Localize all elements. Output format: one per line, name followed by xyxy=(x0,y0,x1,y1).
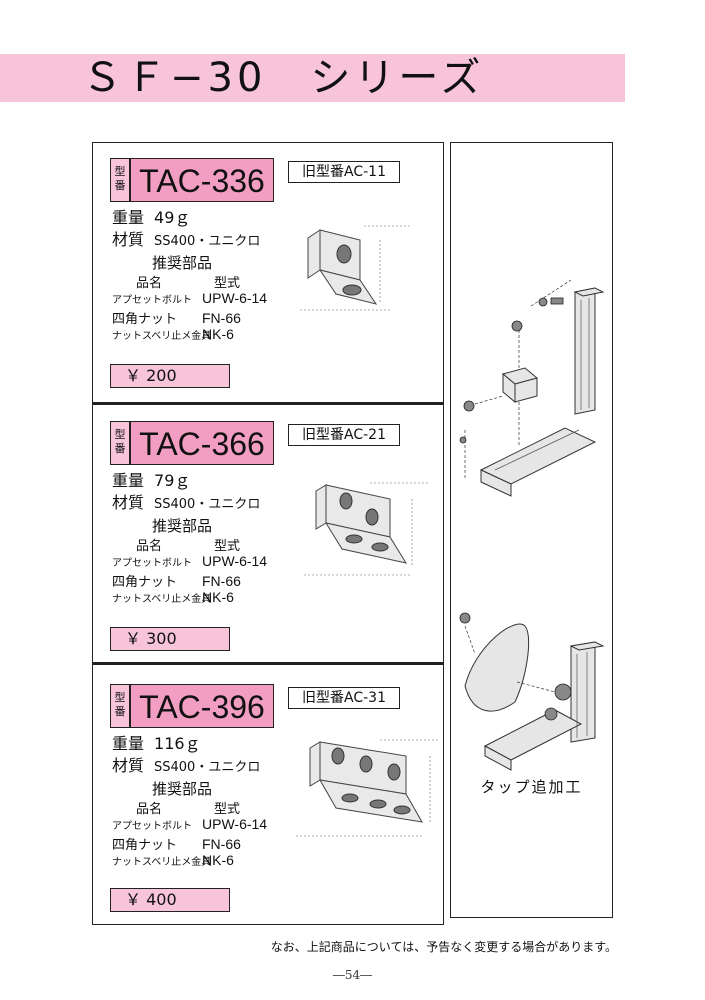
material-label: 材質 xyxy=(112,230,145,249)
col-type-heading: 型式 xyxy=(214,539,241,554)
model-number: TAC-336 xyxy=(130,158,274,202)
weight-row: 重量 116ｇ xyxy=(112,730,201,754)
assembly-drawing-top xyxy=(459,279,605,497)
model-number: TAC-366 xyxy=(130,421,274,465)
weight-value: 79ｇ xyxy=(154,471,191,490)
weight-row: 重量 49ｇ xyxy=(112,204,190,228)
price-box: ￥ 300 xyxy=(110,627,230,651)
part-name: アプセットボルト xyxy=(112,821,192,832)
part-row: ナットスベリ止メ金具NK-6 xyxy=(112,852,234,868)
type-tag: 型番 xyxy=(110,158,130,202)
part-name: ナットスベリ止メ金具 xyxy=(112,594,212,605)
part-row: 四角ナット FN-66 xyxy=(112,308,241,327)
section-divider xyxy=(92,662,444,665)
col-name-heading: 品名 xyxy=(136,802,163,817)
part-row: アプセットボルト UPW-6-14 xyxy=(112,816,267,832)
bracket-drawing xyxy=(296,739,438,837)
part-row: 四角ナット FN-66 xyxy=(112,834,241,853)
old-model-number: 旧型番AC-31 xyxy=(288,687,400,709)
section-divider xyxy=(92,402,444,405)
weight-value: 116ｇ xyxy=(154,734,201,753)
footnote: なお、上記商品については、予告なく変更する場合があります。 xyxy=(270,940,617,954)
material-row: 材質 SS400・ユニクロ xyxy=(112,489,260,513)
part-code: FN-66 xyxy=(202,573,241,589)
page-number: ―54― xyxy=(332,968,373,982)
title-band xyxy=(0,54,625,102)
part-code: UPW-6-14 xyxy=(202,816,268,832)
material-row: 材質 SS400・ユニクロ xyxy=(112,752,260,776)
recommended-heading: 推奨部品 xyxy=(152,254,213,272)
old-model-number: 旧型番AC-21 xyxy=(288,424,400,446)
col-name-heading: 品名 xyxy=(136,539,163,554)
part-name: アプセットボルト xyxy=(112,295,192,306)
type-tag: 型番 xyxy=(110,684,130,728)
part-code: FN-66 xyxy=(202,836,241,852)
material-value: SS400・ユニクロ xyxy=(154,760,261,775)
part-code: FN-66 xyxy=(202,310,241,326)
old-model-number: 旧型番AC-11 xyxy=(288,161,400,183)
part-row: アプセットボルト UPW-6-14 xyxy=(112,290,267,306)
part-row: 四角ナット FN-66 xyxy=(112,571,241,590)
weight-value: 49ｇ xyxy=(154,208,191,227)
part-row: ナットスベリ止メ金具NK-6 xyxy=(112,589,234,605)
assembly-drawing-bottom xyxy=(459,612,605,771)
weight-label: 重量 xyxy=(112,471,145,490)
price-box: ￥ 200 xyxy=(110,364,230,388)
part-row: ナットスベリ止メ金具NK-6 xyxy=(112,326,234,342)
weight-label: 重量 xyxy=(112,208,145,227)
recommended-heading: 推奨部品 xyxy=(152,780,213,798)
material-label: 材質 xyxy=(112,493,145,512)
assembly-panel xyxy=(450,142,613,918)
part-code: NK-6 xyxy=(202,589,234,605)
recommended-heading: 推奨部品 xyxy=(152,517,213,535)
weight-label: 重量 xyxy=(112,734,145,753)
bracket-drawing xyxy=(300,225,410,311)
part-code: NK-6 xyxy=(202,326,234,342)
part-code: UPW-6-14 xyxy=(202,290,268,306)
col-type-heading: 型式 xyxy=(214,276,241,291)
part-name: ナットスベリ止メ金具 xyxy=(112,331,212,342)
material-label: 材質 xyxy=(112,756,145,775)
page-title: ＳＦ−30 シリーズ xyxy=(82,55,485,101)
col-type-heading: 型式 xyxy=(214,802,241,817)
part-code: UPW-6-14 xyxy=(202,553,268,569)
material-value: SS400・ユニクロ xyxy=(154,497,261,512)
part-name: 四角ナット xyxy=(112,838,178,853)
part-row: アプセットボルト UPW-6-14 xyxy=(112,553,267,569)
col-name-heading: 品名 xyxy=(136,276,163,291)
material-row: 材質 SS400・ユニクロ xyxy=(112,226,260,250)
material-value: SS400・ユニクロ xyxy=(154,234,261,249)
price-box: ￥ 400 xyxy=(110,888,230,912)
type-tag: 型番 xyxy=(110,421,130,465)
weight-row: 重量 79ｇ xyxy=(112,467,190,491)
bracket-drawing xyxy=(304,482,430,576)
assembly-caption: タップ追加工 xyxy=(480,778,583,796)
part-name: アプセットボルト xyxy=(112,558,192,569)
part-code: NK-6 xyxy=(202,852,234,868)
part-name: 四角ナット xyxy=(112,312,178,327)
products-frame xyxy=(92,142,444,925)
model-number: TAC-396 xyxy=(130,684,274,728)
part-name: 四角ナット xyxy=(112,575,178,590)
part-name: ナットスベリ止メ金具 xyxy=(112,857,212,868)
